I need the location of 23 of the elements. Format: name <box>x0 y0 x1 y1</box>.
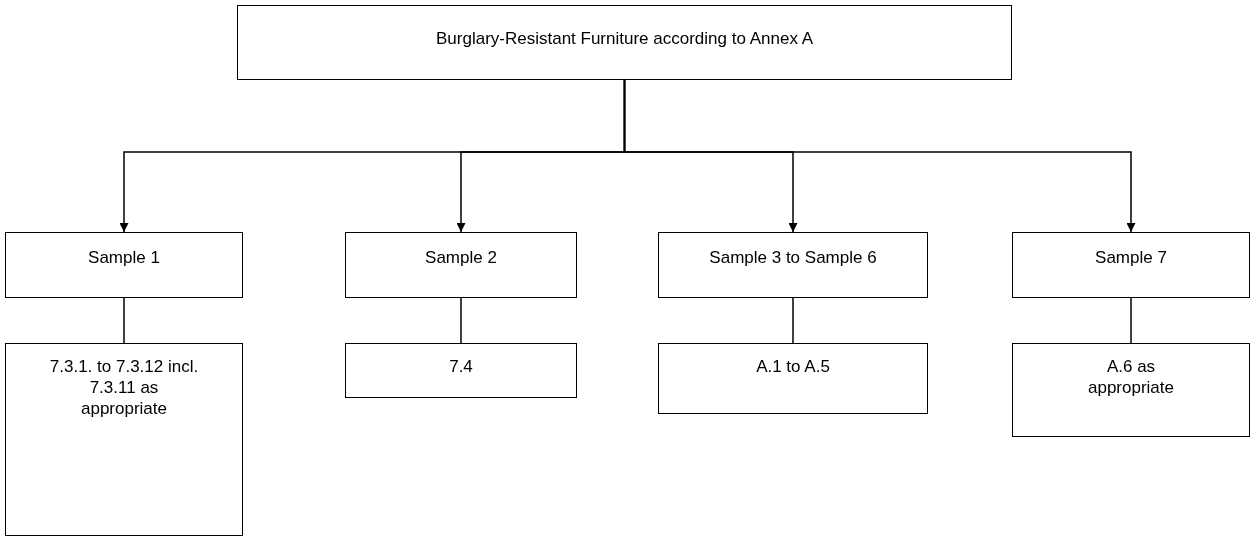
box-label: 7.4 <box>449 356 473 377</box>
box-label: Sample 7 <box>1095 247 1167 268</box>
box-label: 7.3.1. to 7.3.12 incl. 7.3.11 as appropriate <box>49 356 199 419</box>
process-box <box>658 343 928 414</box>
connector-line <box>1130 297 1132 344</box>
process-box <box>5 232 243 298</box>
box-label: Sample 2 <box>425 247 497 268</box>
process-box <box>1012 343 1250 437</box>
process-box <box>237 5 1012 80</box>
connector-line <box>123 297 125 344</box>
arrow <box>623 79 1136 233</box>
process-box <box>345 232 577 298</box>
process-box <box>345 343 577 398</box>
process-box <box>5 343 243 536</box>
box-label: Burglary-Resistant Furniture according to Annex A <box>436 28 813 49</box>
box-label: Sample 3 to Sample 6 <box>709 247 877 268</box>
process-box <box>1012 232 1250 298</box>
connector-line <box>460 297 462 344</box>
connector-line <box>792 297 794 344</box>
box-label: Sample 1 <box>88 247 160 268</box>
process-box <box>658 232 928 298</box>
box-label: A.1 to A.5 <box>756 356 830 377</box>
box-label: A.6 as appropriate <box>1087 356 1175 398</box>
